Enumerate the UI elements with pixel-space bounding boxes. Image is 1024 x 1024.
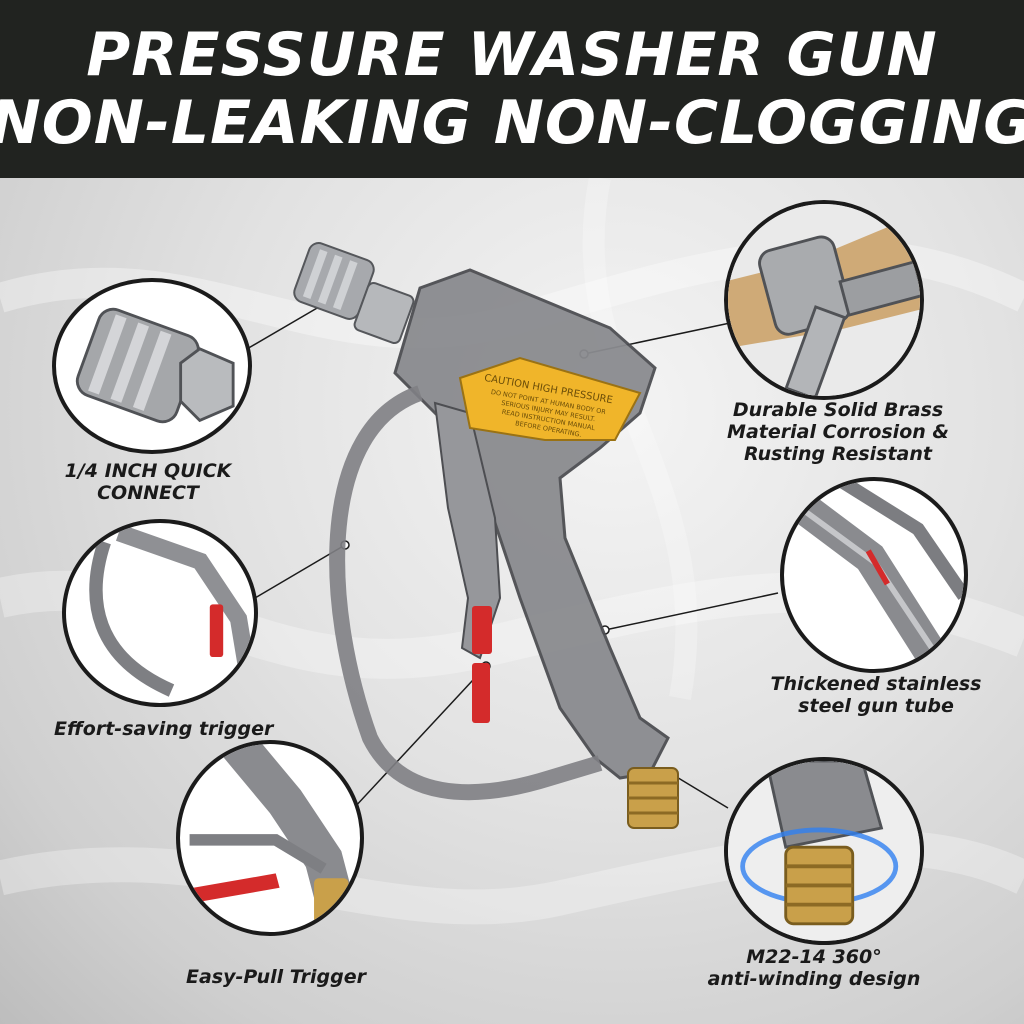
callout-brass xyxy=(724,200,924,400)
header-title-line2: NON-LEAKING NON-CLOGGING xyxy=(0,88,1024,158)
gun-tube-detail xyxy=(784,481,964,669)
callout-easy-pull xyxy=(176,740,364,936)
label-m22: M22-14 360° anti-winding design xyxy=(707,946,921,990)
quick-connect-detail xyxy=(75,307,235,424)
easy-pull-detail xyxy=(189,744,360,932)
m22-detail xyxy=(728,761,920,941)
callout-m22 xyxy=(724,757,924,945)
label-brass: Durable Solid Brass Material Corrosion &… xyxy=(727,399,949,465)
label-effort-trigger: Effort-saving trigger xyxy=(54,718,274,740)
effort-trigger-detail xyxy=(89,524,254,697)
callout-quick-connect xyxy=(52,278,252,454)
brass-detail xyxy=(728,204,920,396)
label-easy-pull: Easy-Pull Trigger xyxy=(186,966,367,988)
callout-gun-tube xyxy=(780,477,968,673)
label-gun-tube: Thickened stainless steel gun tube xyxy=(770,673,982,717)
label-quick-connect: 1/4 INCH QUICK CONNECT xyxy=(64,460,232,504)
callout-effort-trigger xyxy=(62,519,258,707)
header-title-line1: PRESSURE WASHER GUN xyxy=(86,20,938,90)
header-banner: PRESSURE WASHER GUN NON-LEAKING NON-CLOG… xyxy=(0,0,1024,178)
